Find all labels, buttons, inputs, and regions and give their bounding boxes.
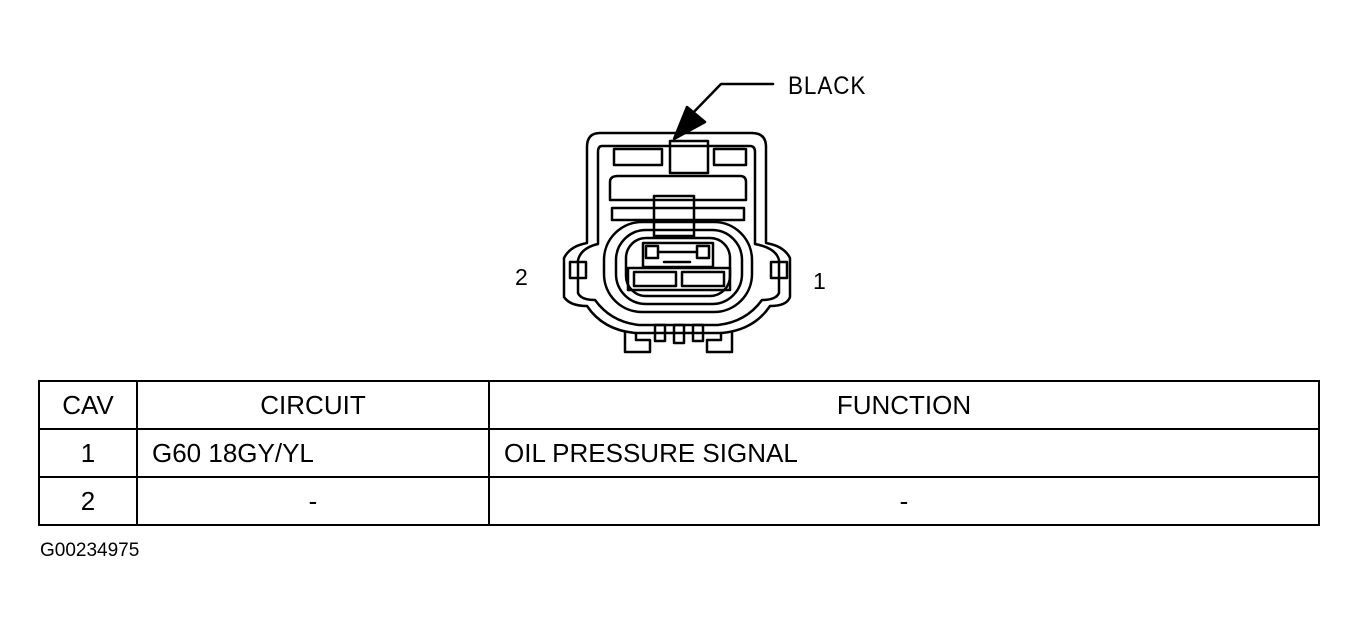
cell-circuit: - (136, 476, 490, 526)
figure-id: G00234975 (40, 540, 140, 561)
color-leader-arrow (672, 82, 775, 141)
cell-cav: 2 (38, 476, 138, 526)
table-row: 2 - - (38, 476, 1320, 526)
cell-circuit: G60 18GY/YL (136, 428, 490, 478)
pinout-table: CAV CIRCUIT FUNCTION 1 G60 18GY/YL OIL P… (38, 380, 1320, 526)
cell-cav: 1 (38, 428, 138, 478)
cavity-label-1: 1 (813, 268, 826, 294)
table-header-row: CAV CIRCUIT FUNCTION (38, 380, 1320, 430)
connector-mating-face (602, 220, 754, 314)
table-row: 1 G60 18GY/YL OIL PRESSURE SIGNAL (38, 428, 1320, 478)
connector-side-ears (568, 260, 789, 280)
cell-function: - (488, 476, 1320, 526)
cavity-label-2: 2 (515, 264, 528, 290)
header-cav: CAV (38, 380, 138, 430)
connector-bottom-tabs (623, 323, 734, 354)
connector-diagram (562, 82, 792, 354)
header-circuit: CIRCUIT (136, 380, 490, 430)
connector-inner-rim (576, 144, 781, 327)
connector-latch (608, 139, 748, 238)
header-function: FUNCTION (488, 380, 1320, 430)
connector-terminals (626, 241, 732, 292)
connector-color-label: BLACK (788, 72, 867, 100)
cell-function: OIL PRESSURE SIGNAL (488, 428, 1320, 478)
